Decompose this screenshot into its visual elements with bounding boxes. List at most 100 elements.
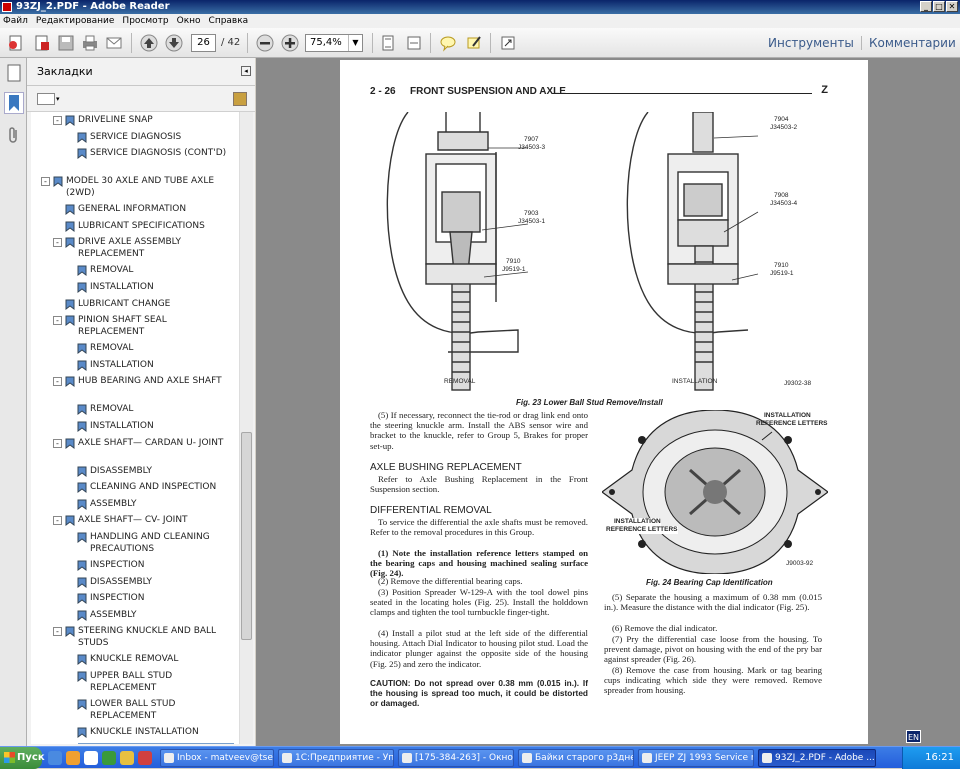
bookmark-icon	[77, 560, 87, 570]
page-number-input[interactable]: 26	[191, 34, 216, 52]
collapse-toggle-icon[interactable]: -	[53, 238, 62, 247]
taskbar-button[interactable]: Inbox - matveev@tserv...	[160, 749, 274, 767]
bookmark-item[interactable]: - DRIVE AXLE ASSEMBLY REPLACEMENT	[31, 236, 239, 262]
bookmark-item[interactable]: - DRIVELINE SNAP	[31, 114, 239, 128]
paragraph: (8) Remove the case from housing. Mark o…	[604, 665, 822, 696]
taskbar-button[interactable]: 93ZJ_2.PDF - Adobe ...	[758, 749, 876, 767]
taskbar-button[interactable]: 1С:Предприятие - Упр...	[278, 749, 394, 767]
menu-edit[interactable]: Редактирование	[36, 14, 115, 28]
combine-button[interactable]	[32, 33, 52, 53]
bookmark-item[interactable]: DISASSEMBLY	[31, 465, 239, 479]
zoom-in-button[interactable]	[280, 33, 300, 53]
prev-page-button[interactable]	[139, 33, 159, 53]
bookmark-item[interactable]: UPPER BALL STUD REPLACEMENT	[31, 670, 239, 696]
tools-pane-link[interactable]: Инструменты	[768, 36, 854, 50]
bookmark-item[interactable]: SERVICE DIAGNOSIS	[31, 131, 239, 145]
bookmark-item[interactable]: ASSEMBLY	[31, 609, 239, 623]
bookmark-item[interactable]: -AXLE SHAFT— CARDAN U- JOINT	[31, 437, 239, 463]
create-pdf-button[interactable]	[6, 33, 26, 53]
collapse-toggle-icon[interactable]: -	[53, 377, 62, 386]
bookmark-item[interactable]: AXLE BUSHING REPLACEMENT	[31, 743, 239, 744]
bookmarks-panel-button[interactable]	[4, 92, 24, 114]
bookmark-label: DRIVELINE SNAP	[78, 114, 234, 126]
attachments-panel-button[interactable]	[4, 124, 24, 146]
options-chevron-icon[interactable]: ▾	[56, 95, 60, 103]
bookmark-item[interactable]: INSTALLATION	[31, 281, 239, 295]
expand-bookmark-icon[interactable]	[233, 92, 247, 106]
bookmark-scrollbar[interactable]	[239, 112, 253, 744]
taskbar-button[interactable]: [175-384-263] - Окно с...	[398, 749, 514, 767]
next-page-button[interactable]	[164, 33, 184, 53]
bookmark-item[interactable]: ASSEMBLY	[31, 498, 239, 512]
fit-width-button[interactable]	[404, 33, 424, 53]
bookmark-item[interactable]: REMOVAL	[31, 403, 239, 417]
bookmark-item[interactable]: GENERAL INFORMATION	[31, 203, 239, 217]
caution-note: CAUTION: Do not spread over 0.38 mm (0.0…	[370, 678, 588, 709]
taskbar-button[interactable]: JEEP ZJ 1993 Service m...	[638, 749, 754, 767]
bookmark-item[interactable]: REMOVAL	[31, 264, 239, 278]
menu-view[interactable]: Просмотр	[122, 14, 168, 28]
maximize-button[interactable]: □	[933, 1, 945, 12]
bookmark-label: REMOVAL	[90, 264, 234, 276]
collapse-toggle-icon[interactable]: -	[53, 516, 62, 525]
scrollbar-thumb[interactable]	[241, 432, 252, 640]
menu-window[interactable]: Окно	[177, 14, 201, 28]
minimize-button[interactable]: _	[920, 1, 932, 12]
bookmark-item[interactable]: INSTALLATION	[31, 359, 239, 373]
collapse-toggle-icon[interactable]: -	[41, 177, 50, 186]
close-button[interactable]: ✕	[946, 1, 958, 12]
zoom-select[interactable]: 75,4%▼	[305, 34, 363, 52]
menu-file[interactable]: Файл	[3, 14, 28, 28]
collapse-toggle-icon[interactable]: -	[53, 116, 62, 125]
zoom-out-button[interactable]	[255, 33, 275, 53]
quicklaunch-icon[interactable]	[84, 751, 98, 765]
bookmark-item[interactable]: KNUCKLE REMOVAL	[31, 653, 239, 667]
pages-panel-button[interactable]	[4, 62, 24, 84]
start-button[interactable]: Пуск	[0, 747, 42, 769]
bookmark-item[interactable]: CLEANING AND INSPECTION	[31, 481, 239, 495]
bookmark-item[interactable]: DISASSEMBLY	[31, 576, 239, 590]
bookmark-item[interactable]: LOWER BALL STUD REPLACEMENT	[31, 698, 239, 724]
language-indicator[interactable]: EN	[906, 730, 921, 743]
quicklaunch-icon[interactable]	[48, 751, 62, 765]
bookmark-item[interactable]: -HUB BEARING AND AXLE SHAFT	[31, 375, 239, 401]
bookmark-item[interactable]: SERVICE DIAGNOSIS (CONT'D)	[31, 147, 239, 173]
collapse-toggle-icon[interactable]: -	[53, 439, 62, 448]
expand-button[interactable]	[498, 33, 518, 53]
bookmark-label: DRIVE AXLE ASSEMBLY REPLACEMENT	[78, 236, 234, 260]
bookmark-item[interactable]: INSTALLATION	[31, 420, 239, 434]
pages-icon	[6, 64, 22, 82]
fit-page-button[interactable]	[378, 33, 398, 53]
bookmark-item[interactable]: -MODEL 30 AXLE AND TUBE AXLE (2WD)	[31, 175, 239, 201]
email-button[interactable]	[104, 33, 124, 53]
save-button[interactable]	[56, 33, 76, 53]
bookmark-item[interactable]: HANDLING AND CLEANING PRECAUTIONS	[31, 531, 239, 557]
bookmark-item[interactable]: REMOVAL	[31, 342, 239, 356]
taskbar-button[interactable]: Байки старого р3днек...	[518, 749, 634, 767]
bookmark-item[interactable]: LUBRICANT CHANGE	[31, 298, 239, 312]
bookmark-item[interactable]: -STEERING KNUCKLE AND BALL STUDS	[31, 625, 239, 651]
bookmark-item[interactable]: -AXLE SHAFT— CV- JOINT	[31, 514, 239, 528]
comment-button[interactable]	[438, 33, 458, 53]
quicklaunch-icon[interactable]	[120, 751, 134, 765]
highlight-button[interactable]	[464, 33, 484, 53]
collapse-toggle-icon[interactable]: -	[53, 627, 62, 636]
quicklaunch-icon[interactable]	[138, 751, 152, 765]
taskbar-button-label: JEEP ZJ 1993 Service m...	[655, 753, 754, 763]
menu-help[interactable]: Справка	[209, 14, 249, 28]
fig23-label: J9519-1	[502, 266, 526, 274]
bookmark-item[interactable]: -PINION SHAFT SEAL REPLACEMENT	[31, 314, 239, 340]
bookmark-item[interactable]: LUBRICANT SPECIFICATIONS	[31, 220, 239, 234]
collapse-toggle-icon[interactable]: -	[53, 316, 62, 325]
comments-pane-link[interactable]: Комментарии	[869, 36, 956, 50]
bookmark-item[interactable]: KNUCKLE INSTALLATION	[31, 726, 239, 740]
bookmark-item[interactable]: INSPECTION	[31, 592, 239, 606]
quicklaunch-icon[interactable]	[102, 751, 116, 765]
collapse-panel-icon[interactable]: ◂	[241, 66, 251, 76]
options-menu-icon[interactable]	[37, 93, 55, 105]
print-button[interactable]	[80, 33, 100, 53]
quicklaunch-icon[interactable]	[66, 751, 80, 765]
bookmark-item[interactable]: INSPECTION	[31, 559, 239, 573]
